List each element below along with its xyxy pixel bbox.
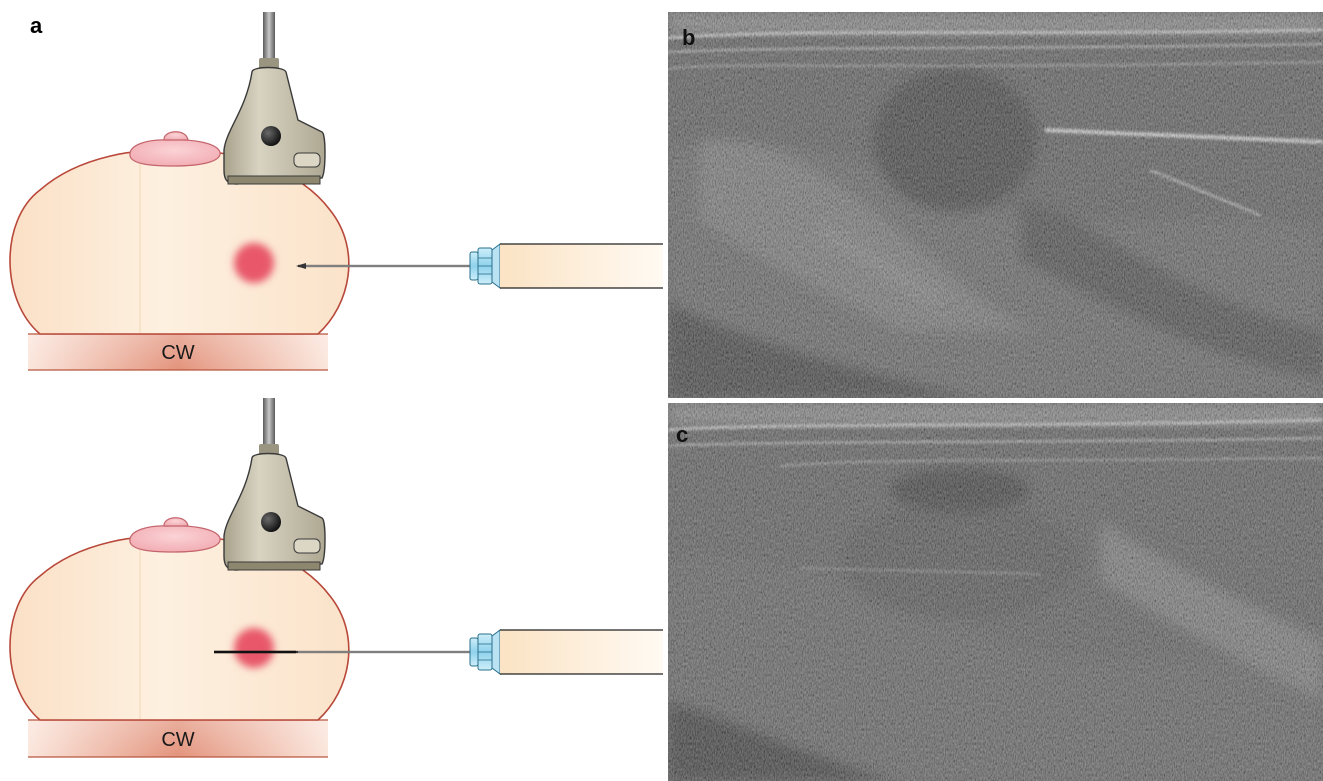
panel-b-ultrasound: b [668, 12, 1323, 398]
syringe-top [470, 244, 663, 288]
lesion-bottom [234, 628, 274, 668]
panel-label-c: c [676, 422, 688, 447]
nipple-bottom [130, 518, 220, 552]
nipple-top [130, 132, 220, 166]
ultrasound-probe-top [224, 12, 325, 184]
schematic-top: CW [10, 12, 663, 370]
lesion-top [234, 243, 274, 283]
panel-label-a: a [30, 13, 43, 38]
chest-wall-label-bottom: CW [161, 729, 194, 751]
chest-wall-label-top: CW [161, 342, 194, 364]
panel-c-ultrasound: c [668, 403, 1323, 781]
ultrasound-probe-bottom [224, 398, 325, 570]
syringe-bottom [470, 630, 663, 674]
panel-a: a CW [10, 12, 663, 757]
panel-label-b: b [682, 25, 695, 50]
schematic-bottom: CW [10, 398, 663, 757]
